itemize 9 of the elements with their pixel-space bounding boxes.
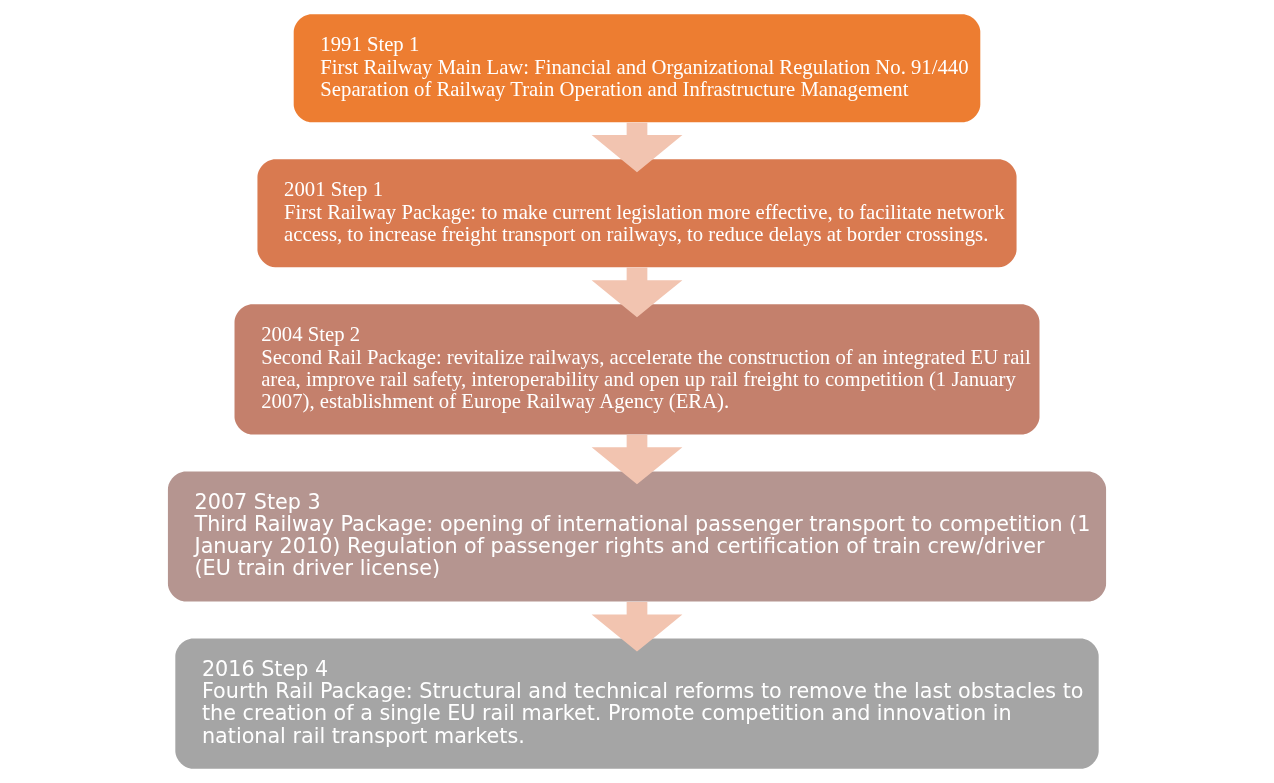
arrow [591, 122, 683, 173]
node-box: 2007 Step 3 Third Railway Package: opening of international passenger transport to competition (1 January 2010) Regulation of passenger rights and certification of train crew/driver (EU train driver license) [167, 471, 1107, 602]
arrow [591, 434, 683, 485]
node-box: 2016 Step 4 Fourth Rail Package: Structural and technical reforms to remove the last obstacles to the creation of a single EU rail market. Promote competition and innovation in national rail transport markets. [175, 638, 1099, 769]
arrow [591, 601, 683, 652]
node-box: 2004 Step 2 Second Rail Package: revitalize railways, accelerate the construction of an integrated EU rail area, improve rail safety, interoperability and open up rail freight to competition (1 January 2007), establishment of Europe Railway Agency (ERA). [234, 304, 1040, 435]
arrow [591, 267, 683, 318]
node-box: 2001 Step 1 First Railway Package: to make current legislation more effective, to facilitate network access, to increase freight transport on railways, to reduce delays at border crossings. [257, 159, 1017, 268]
node-box: 1991 Step 1 First Railway Main Law: Financial and Organizational Regulation No. 91/440 Separation of Railway Train Operation and Infrastructure Management [293, 14, 981, 123]
